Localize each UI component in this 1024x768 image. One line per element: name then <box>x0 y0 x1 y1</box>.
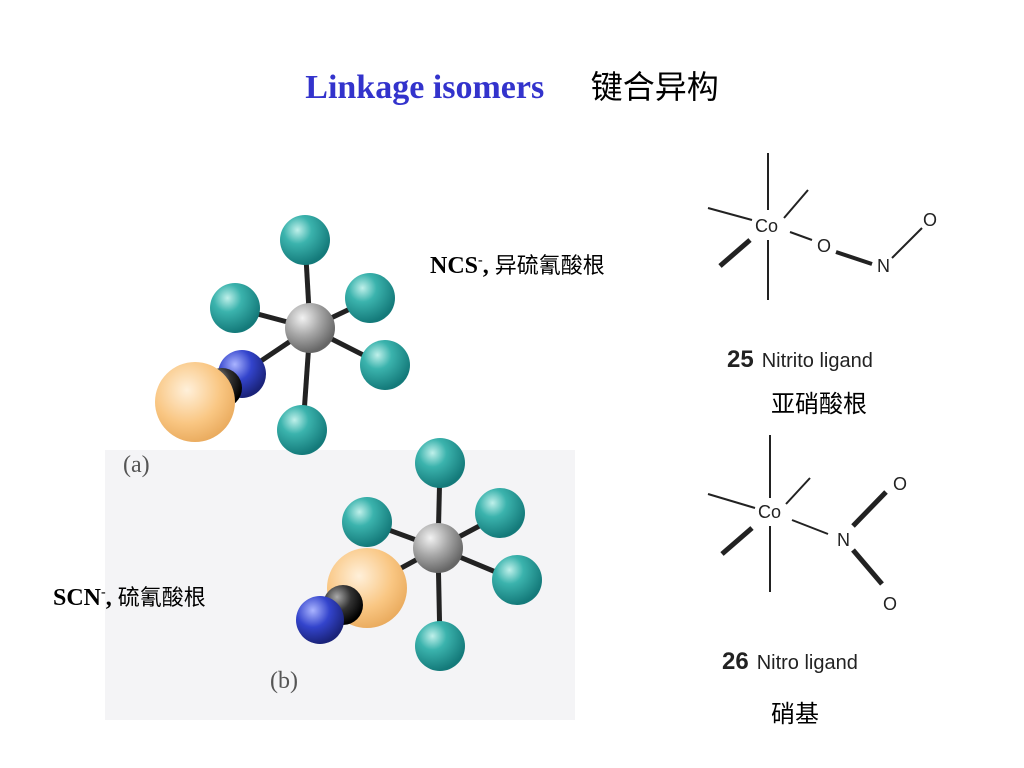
caption-26-chinese: 硝基 <box>771 700 819 728</box>
sulfur-atom <box>155 362 235 442</box>
caption-25-chinese: 亚硝酸根 <box>771 390 867 418</box>
title-chinese: 键合异构 <box>590 68 719 106</box>
metal-atom <box>285 303 335 353</box>
ligand-atom <box>475 488 525 538</box>
ligand-atom <box>415 621 465 671</box>
figure-label-b: (b) <box>270 668 298 694</box>
atom-o: O <box>893 474 907 494</box>
nitrito-structure: Co O N O <box>707 153 937 300</box>
ligand-atom <box>360 340 410 390</box>
ligand-atom <box>415 438 465 488</box>
atom-n: N <box>837 530 850 550</box>
title-english: Linkage isomers <box>305 69 545 106</box>
atom-co: Co <box>758 502 781 522</box>
atom-o: O <box>817 236 831 256</box>
molecular-models-illustration: (a) (b) <box>105 215 575 720</box>
page-title: Linkage isomers 键合异构 <box>0 62 1024 108</box>
scn-model: (b) <box>270 438 542 694</box>
nitro-structure: Co N O O <box>707 435 907 614</box>
ligand-atom <box>210 283 260 333</box>
ncs-label: NCS-, 异硫氰酸根 <box>430 253 605 279</box>
metal-atom <box>413 523 463 573</box>
ncs-model: (a) <box>123 215 410 478</box>
ligand-atom <box>342 497 392 547</box>
atom-co: Co <box>755 216 778 236</box>
ligand-atom <box>345 273 395 323</box>
atom-o: O <box>883 594 897 614</box>
atom-n: N <box>877 256 890 276</box>
figure-label-a: (a) <box>123 452 150 478</box>
atom-o: O <box>923 210 937 230</box>
ligand-atom <box>492 555 542 605</box>
ligand-atom <box>280 215 330 265</box>
scn-label: SCN-, 硫氰酸根 <box>53 585 206 611</box>
ligand-atom <box>277 405 327 455</box>
nitrogen-atom <box>296 596 344 644</box>
